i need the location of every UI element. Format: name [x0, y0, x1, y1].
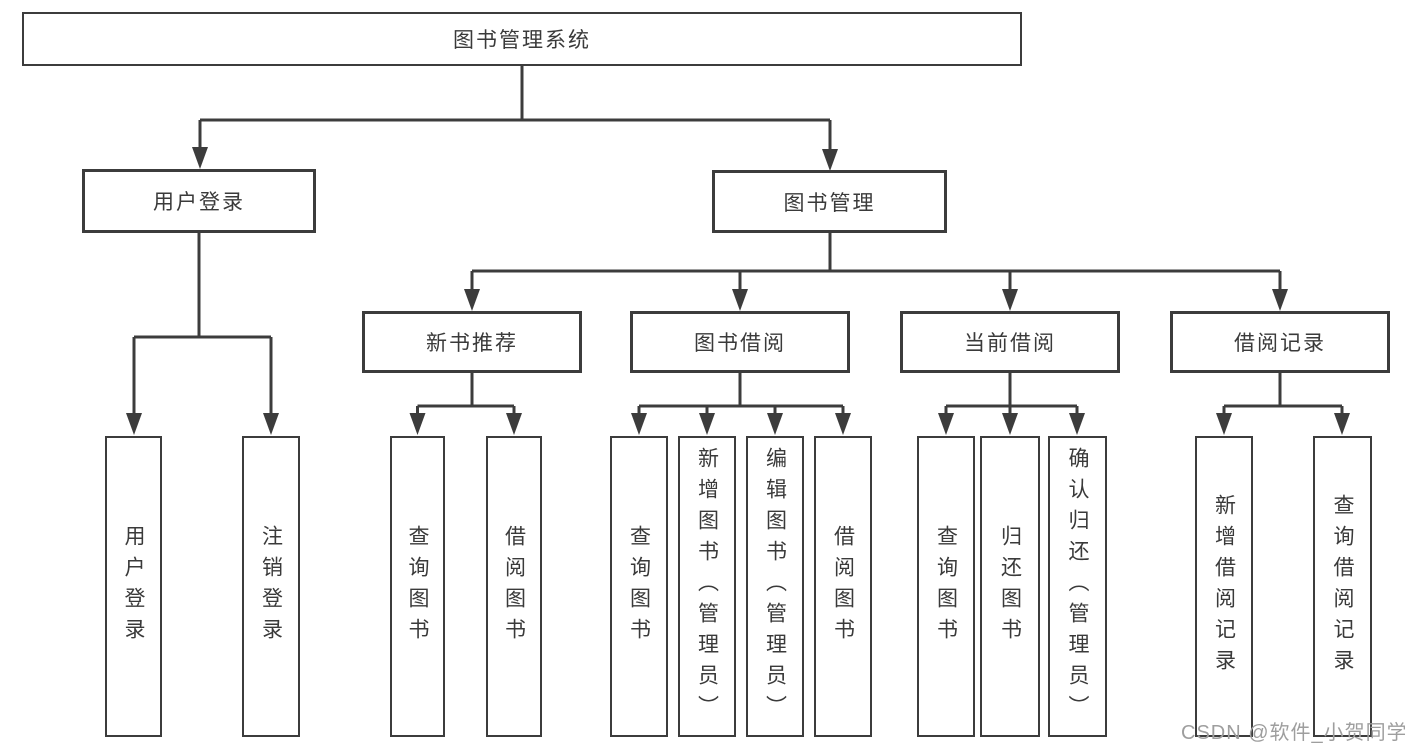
leaf-borrow-books-recommend-label: 借阅图书	[502, 524, 526, 649]
leaf-return-books: 归还图书	[980, 436, 1040, 737]
arrowheads	[126, 147, 1350, 435]
leaf-confirm-return-admin-label: 确认归还（管理员）	[1066, 447, 1090, 726]
node-current-borrowing: 当前借阅	[900, 311, 1120, 373]
leaf-query-books-current: 查询图书	[917, 436, 975, 737]
node-book-borrowing: 图书借阅	[630, 311, 850, 373]
leaf-user-login-label: 用户登录	[122, 524, 146, 649]
leaf-query-books-recommend: 查询图书	[390, 436, 445, 737]
leaf-logout-label: 注销登录	[259, 524, 283, 649]
node-library-system-label: 图书管理系统	[453, 29, 591, 52]
leaf-query-books-borrowing-label: 查询图书	[627, 524, 651, 649]
leaf-edit-books-admin: 编辑图书（管理员）	[746, 436, 804, 737]
leaf-confirm-return-admin: 确认归还（管理员）	[1048, 436, 1107, 737]
leaf-return-books-label: 归还图书	[998, 524, 1022, 649]
leaf-user-login: 用户登录	[105, 436, 162, 737]
leaf-query-books-borrowing: 查询图书	[610, 436, 668, 737]
node-user-login: 用户登录	[82, 169, 316, 233]
leaf-logout: 注销登录	[242, 436, 300, 737]
leaf-borrow-books-recommend: 借阅图书	[486, 436, 542, 737]
node-new-book-recommend: 新书推荐	[362, 311, 582, 373]
leaf-edit-books-admin-label: 编辑图书（管理员）	[763, 447, 787, 726]
node-new-book-recommend-label: 新书推荐	[426, 332, 518, 355]
leaf-add-books-admin: 新增图书（管理员）	[678, 436, 736, 737]
leaf-query-books-current-label: 查询图书	[934, 524, 958, 649]
leaf-add-borrow-record: 新增借阅记录	[1195, 436, 1253, 737]
csdn-watermark: CSDN @软件_小贺同学	[1181, 722, 1405, 744]
leaf-borrow-books-label: 借阅图书	[831, 524, 855, 649]
node-book-management-label: 图书管理	[783, 191, 876, 215]
node-book-management: 图书管理	[712, 170, 947, 233]
leaf-add-borrow-record-label: 新增借阅记录	[1212, 493, 1236, 680]
node-borrowing-records-label: 借阅记录	[1234, 332, 1326, 355]
node-library-system: 图书管理系统	[22, 12, 1022, 66]
leaf-add-books-admin-label: 新增图书（管理员）	[695, 447, 719, 726]
leaf-query-borrow-record: 查询借阅记录	[1313, 436, 1372, 737]
node-book-borrowing-label: 图书借阅	[694, 332, 786, 355]
leaf-borrow-books: 借阅图书	[814, 436, 872, 737]
node-borrowing-records: 借阅记录	[1170, 311, 1390, 373]
node-current-borrowing-label: 当前借阅	[964, 332, 1056, 355]
leaf-query-books-recommend-label: 查询图书	[406, 524, 430, 649]
leaf-query-borrow-record-label: 查询借阅记录	[1331, 493, 1355, 680]
node-user-login-label: 用户登录	[153, 191, 245, 214]
